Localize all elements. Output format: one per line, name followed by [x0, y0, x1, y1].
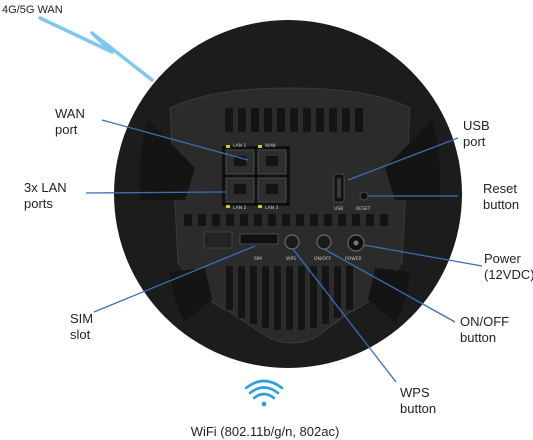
callout-wps-button-line2: button	[400, 401, 437, 416]
device-label-usb: USB	[334, 206, 343, 212]
callout-reset-button-line1: Reset	[483, 181, 517, 196]
callout-lan-ports-line1: 3x LAN	[24, 180, 67, 195]
callout-usb-port: USB port	[463, 118, 490, 150]
callout-onoff-button: ON/OFF button	[460, 314, 509, 346]
device-label-reset: RESET	[356, 206, 371, 212]
sim-slot[interactable]	[239, 233, 279, 245]
device-label-lan3: LAN 3	[265, 205, 278, 211]
callout-reset-button: Reset button	[483, 181, 519, 213]
device-label-wan: WAN	[265, 143, 276, 149]
device-label-sim: SIM	[254, 256, 262, 262]
callout-sim-slot-line2: slot	[70, 327, 91, 342]
callout-usb-port-line2: port	[463, 134, 486, 149]
callout-wps-button: WPS button	[400, 385, 436, 417]
device-label-lan1: LAN 1	[233, 143, 246, 149]
callout-lines	[85, 119, 483, 383]
lightning-bolt-icon	[38, 16, 154, 82]
lower-right-cutout	[368, 268, 410, 322]
wan-label: 4G/5G WAN	[2, 4, 63, 16]
sim-cover	[203, 231, 233, 249]
device-label-onoff: ON/OFF	[314, 256, 332, 262]
wifi-icon-dot	[261, 401, 267, 407]
callout-power-line1: Power	[484, 251, 521, 266]
callout-sim-slot: SIM slot	[70, 311, 93, 343]
onoff-button[interactable]	[316, 234, 332, 250]
device-label-power: POWER	[345, 256, 362, 262]
lower-left-cutout	[170, 268, 212, 322]
left-side-cutout	[139, 120, 195, 200]
wps-button[interactable]	[284, 234, 300, 250]
device-label-lan2: LAN 2	[233, 205, 246, 211]
callout-reset-button-line2: button	[483, 197, 520, 212]
wifi-icon	[244, 379, 284, 400]
callout-onoff-button-line2: button	[460, 330, 497, 345]
callout-usb-port-line1: USB	[463, 118, 490, 133]
callout-wan-port-line1: WAN	[55, 106, 85, 121]
callout-power: Power (12VDC)	[484, 251, 533, 283]
callout-lan-ports: 3x LAN ports	[24, 180, 67, 212]
right-side-cutout	[385, 120, 441, 200]
callout-wan-port: WAN port	[55, 106, 85, 138]
ethernet-ports	[222, 146, 290, 206]
callout-power-line2: (12VDC)	[484, 267, 533, 282]
callout-onoff-button-line1: ON/OFF	[460, 314, 510, 329]
device-label-wps: WPS	[286, 256, 296, 262]
middle-vents	[184, 214, 388, 226]
callout-wps-button-line1: WPS	[400, 385, 430, 400]
wifi-label: WiFi (802.11b/g/n, 802ac)	[190, 424, 340, 439]
callout-wan-port-line2: port	[55, 122, 78, 137]
lower-vents	[226, 266, 353, 330]
port-leds	[226, 145, 262, 208]
reset-button[interactable]	[359, 191, 369, 201]
top-vents	[225, 108, 363, 132]
callout-lan-ports-line2: ports	[24, 196, 53, 211]
callout-sim-slot-line1: SIM	[70, 311, 94, 326]
